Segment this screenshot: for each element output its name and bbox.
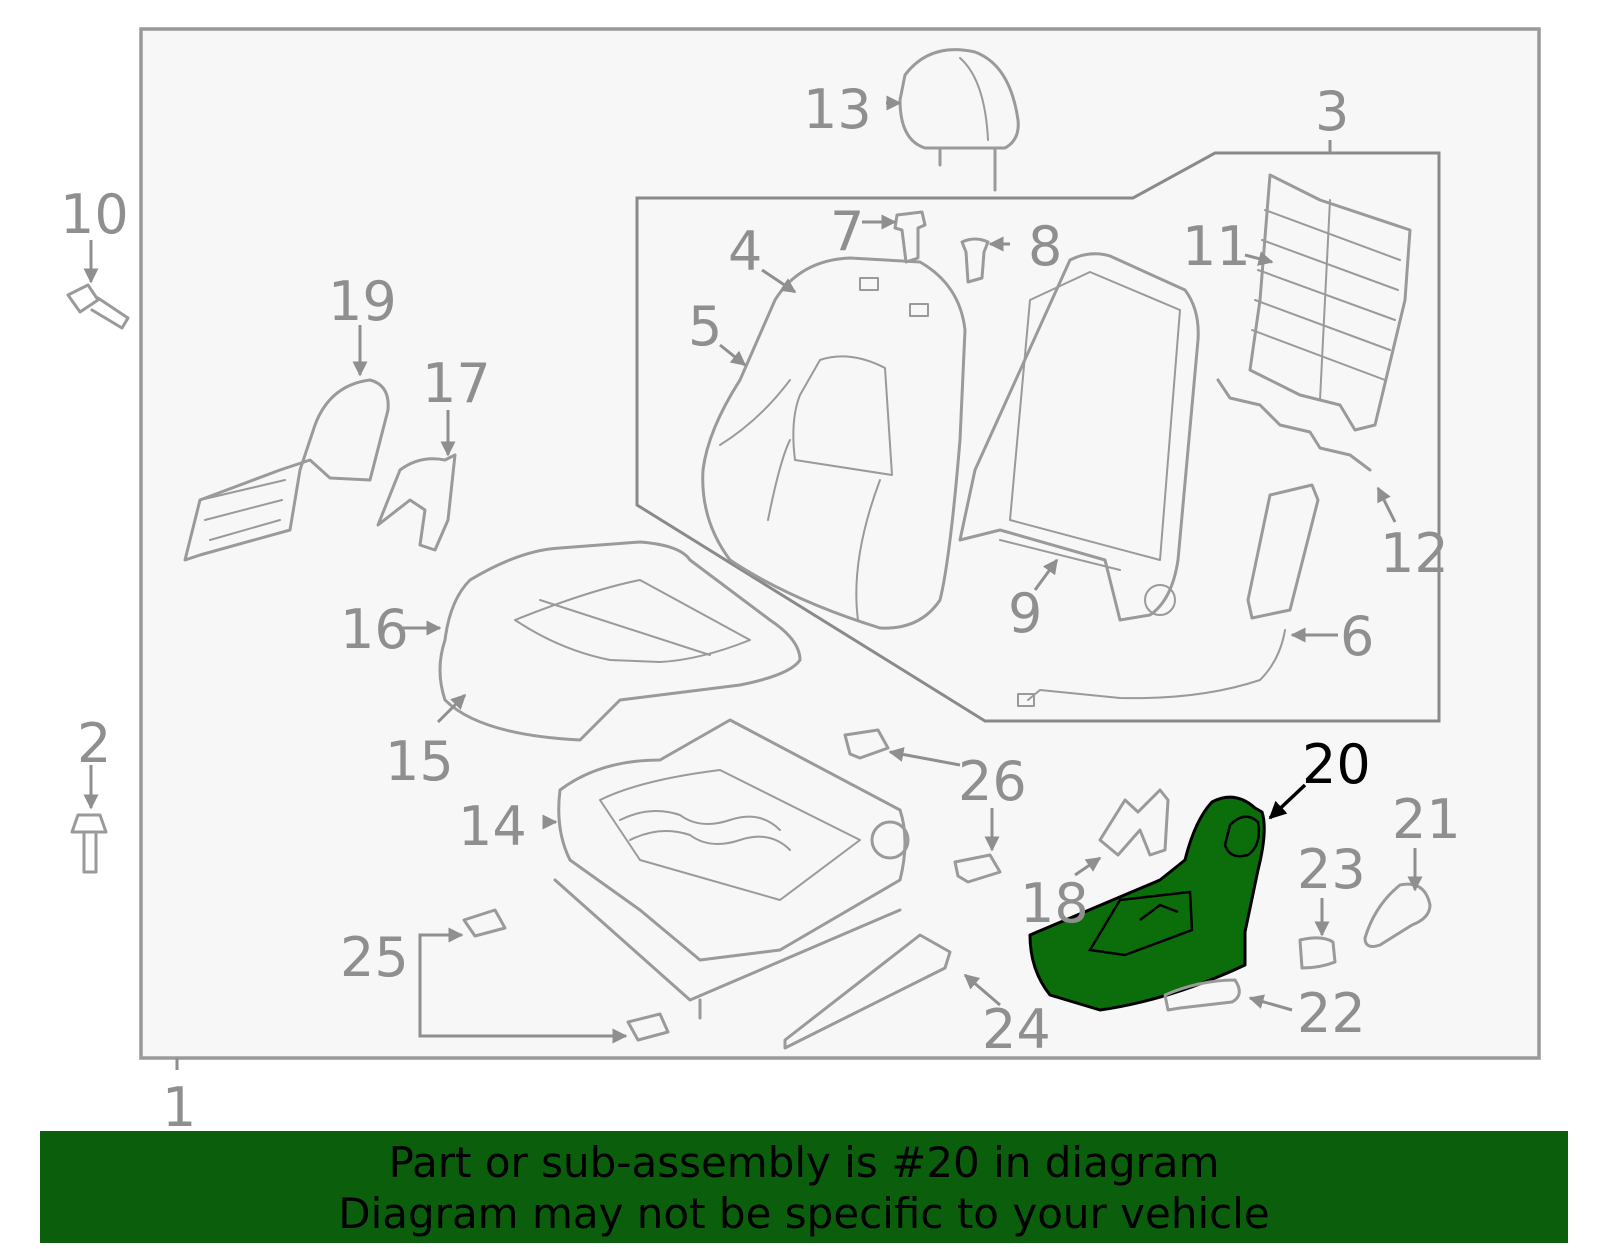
callout-10: 10 bbox=[60, 183, 129, 246]
callout-25: 25 bbox=[340, 926, 409, 989]
headrest-part bbox=[898, 48, 1020, 192]
callout-22: 22 bbox=[1297, 982, 1366, 1045]
headrest-guide-8 bbox=[960, 237, 990, 284]
callout-3: 3 bbox=[1315, 80, 1349, 143]
callout-11: 11 bbox=[1182, 215, 1251, 278]
seatback-frame-part bbox=[958, 252, 1200, 622]
callout-13: 13 bbox=[803, 78, 872, 141]
bracket-part-18 bbox=[1098, 788, 1170, 857]
clip-part-25a bbox=[462, 908, 507, 938]
side-airbag-part bbox=[1017, 483, 1320, 707]
seatback-group-frame bbox=[635, 151, 1441, 723]
wire-part-12 bbox=[1216, 378, 1372, 472]
bolt-part-2 bbox=[70, 813, 108, 874]
trim-part-17 bbox=[376, 453, 457, 552]
seat-cushion-frame-part bbox=[553, 718, 910, 1020]
callout-4: 4 bbox=[728, 220, 762, 283]
callout-21: 21 bbox=[1392, 788, 1461, 851]
callout-17: 17 bbox=[422, 352, 491, 415]
callout-12: 12 bbox=[1380, 522, 1449, 585]
callout-5: 5 bbox=[688, 295, 722, 358]
callout-15: 15 bbox=[385, 730, 454, 793]
callout-16: 16 bbox=[340, 598, 409, 661]
callout-1: 1 bbox=[162, 1076, 196, 1139]
callout-19: 19 bbox=[328, 270, 397, 333]
callout-8: 8 bbox=[1028, 215, 1062, 278]
bracket-part-26a bbox=[843, 728, 890, 760]
assembly-frame bbox=[139, 27, 1541, 1060]
callout-24: 24 bbox=[982, 998, 1051, 1061]
seatback-cover-part bbox=[701, 256, 967, 630]
callout-14: 14 bbox=[458, 795, 527, 858]
callout-26: 26 bbox=[958, 750, 1027, 813]
bolt-part-10 bbox=[66, 283, 130, 330]
side-shield-part bbox=[183, 378, 390, 562]
seat-side-cover-highlighted bbox=[1028, 795, 1266, 1012]
clip-part-25b bbox=[626, 1012, 670, 1042]
rail-cover-part bbox=[783, 933, 952, 1050]
callout-18: 18 bbox=[1020, 872, 1089, 935]
callout-2: 2 bbox=[77, 712, 111, 775]
handle-part-22 bbox=[1163, 978, 1241, 1012]
back-spring-mat-part bbox=[1248, 173, 1412, 432]
callout-20: 20 bbox=[1302, 733, 1371, 796]
seat-cushion-part bbox=[438, 540, 802, 742]
callout-9: 9 bbox=[1008, 582, 1042, 645]
knob-part-23 bbox=[1298, 936, 1337, 970]
bracket-part-26b bbox=[953, 853, 1002, 884]
headrest-guide-7 bbox=[893, 210, 927, 264]
banner-line-1: Part or sub-assembly is #20 in diagram bbox=[388, 1138, 1220, 1187]
callout-7: 7 bbox=[830, 200, 864, 263]
notice-banner: Part or sub-assembly is #20 in diagram D… bbox=[40, 1131, 1568, 1243]
banner-line-2: Diagram may not be specific to your vehi… bbox=[338, 1189, 1270, 1238]
knob-part-21 bbox=[1363, 882, 1432, 948]
callout-23: 23 bbox=[1297, 838, 1366, 901]
callout-6: 6 bbox=[1340, 605, 1374, 668]
